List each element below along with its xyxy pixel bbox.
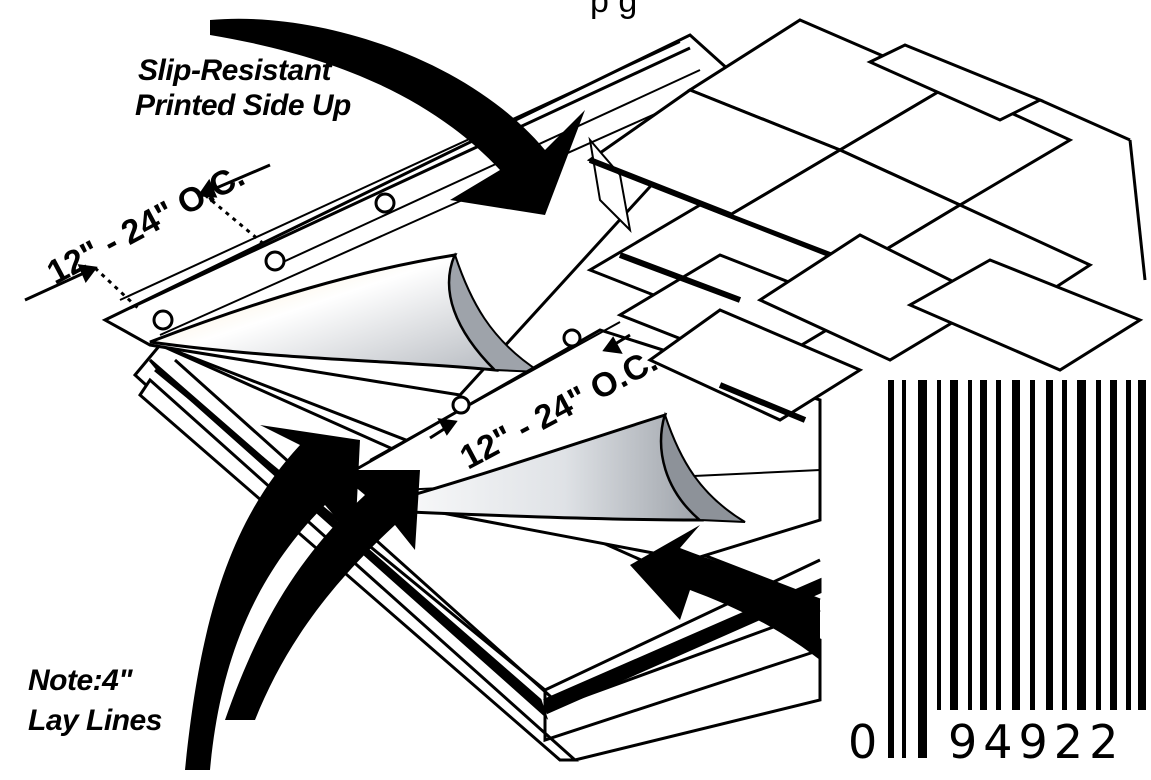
header-text-fragment: p g bbox=[590, 0, 637, 20]
barcode-right-digits: 94922 bbox=[948, 715, 1124, 769]
barcode-bar bbox=[937, 380, 941, 710]
barcode-bar bbox=[888, 380, 894, 758]
barcode-bar bbox=[1062, 380, 1067, 710]
barcode bbox=[888, 380, 1146, 758]
barcode-bar bbox=[918, 380, 927, 758]
barcode-bar bbox=[1012, 380, 1020, 710]
barcode-bar bbox=[1030, 380, 1035, 710]
barcode-bar bbox=[996, 380, 1001, 710]
barcode-left-digit: 0 bbox=[848, 715, 883, 769]
note-callout-line2: Lay Lines bbox=[28, 704, 162, 737]
barcode-bar bbox=[968, 380, 972, 710]
barcode-bar bbox=[1126, 380, 1131, 710]
barcode-bar bbox=[1096, 380, 1101, 710]
barcode-bar bbox=[902, 380, 906, 758]
barcode-bar bbox=[950, 380, 958, 710]
barcode-bar bbox=[1110, 380, 1117, 710]
barcode-bar bbox=[1046, 380, 1053, 710]
barcode-bar bbox=[980, 380, 987, 710]
slip-resistant-callout-line2: Printed Side Up bbox=[135, 89, 351, 122]
barcode-bar bbox=[1077, 380, 1086, 710]
slip-resistant-callout-line1: Slip-Resistant bbox=[138, 54, 334, 87]
note-callout-line1: Note:4" bbox=[28, 664, 133, 697]
barcode-bar bbox=[1138, 380, 1146, 710]
